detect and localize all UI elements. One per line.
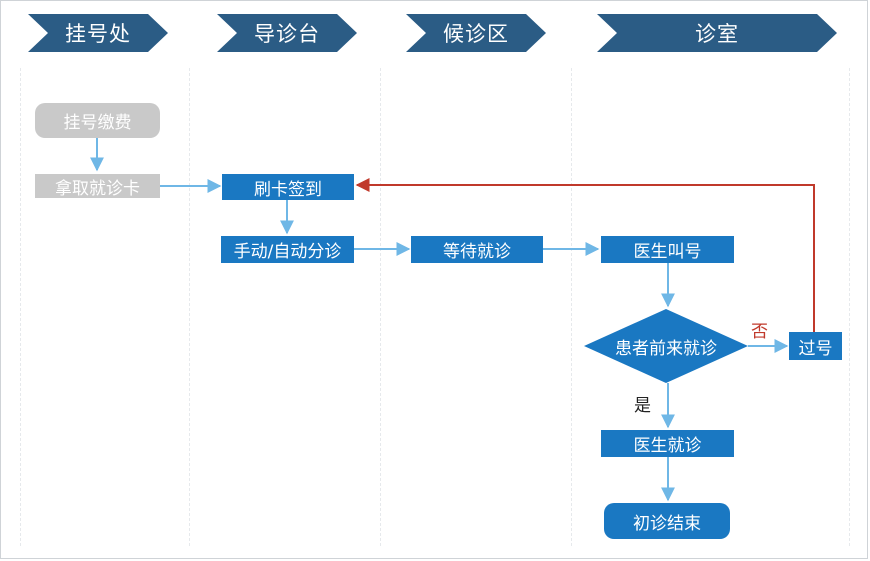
edge-label-yes: 是 xyxy=(634,396,651,416)
node-label: 医生叫号 xyxy=(633,242,702,262)
node-triage: 手动/自动分诊 xyxy=(221,236,354,263)
decision-label: 患者前来就诊 xyxy=(615,338,717,359)
lane-divider xyxy=(571,68,572,546)
node-doctor-consult: 医生就诊 xyxy=(601,430,734,457)
lane-header-label: 诊室 xyxy=(695,22,739,46)
node-doctor-call: 医生叫号 xyxy=(601,236,734,263)
node-label: 初诊结束 xyxy=(633,513,701,534)
lane-divider xyxy=(849,68,850,546)
lane-header-guide-desk: 导诊台 xyxy=(217,14,357,52)
lane-header-consulting-room: 诊室 xyxy=(597,14,837,52)
lane-header-label: 导诊台 xyxy=(254,22,320,46)
node-get-card: 拿取就诊卡 xyxy=(35,174,160,199)
lane-divider xyxy=(189,68,190,546)
node-first-visit-end: 初诊结束 xyxy=(604,503,730,539)
lane-header-registration: 挂号处 xyxy=(28,14,168,52)
edge-label-no: 否 xyxy=(751,322,768,342)
node-skip: 过号 xyxy=(789,332,842,360)
arrow-skip-back-to-checkin xyxy=(355,178,815,332)
node-label: 挂号缴费 xyxy=(63,113,132,133)
lane-divider xyxy=(20,68,21,546)
node-swipe-checkin: 刷卡签到 xyxy=(222,174,354,200)
node-label: 等待就诊 xyxy=(443,242,511,262)
node-label: 拿取就诊卡 xyxy=(55,178,140,199)
node-label: 手动/自动分诊 xyxy=(233,242,342,262)
node-label: 刷卡签到 xyxy=(254,179,322,200)
node-label: 医生就诊 xyxy=(633,436,702,456)
lane-header-label: 挂号处 xyxy=(65,22,131,46)
lane-header-label: 候诊区 xyxy=(443,22,509,46)
decision-patient-arrives: 患者前来就诊 xyxy=(584,309,748,383)
node-label: 过号 xyxy=(798,338,833,359)
lane-header-waiting-area: 候诊区 xyxy=(406,14,546,52)
node-pay-registration: 挂号缴费 xyxy=(35,103,160,138)
lane-divider xyxy=(380,68,381,546)
node-wait: 等待就诊 xyxy=(411,236,543,263)
